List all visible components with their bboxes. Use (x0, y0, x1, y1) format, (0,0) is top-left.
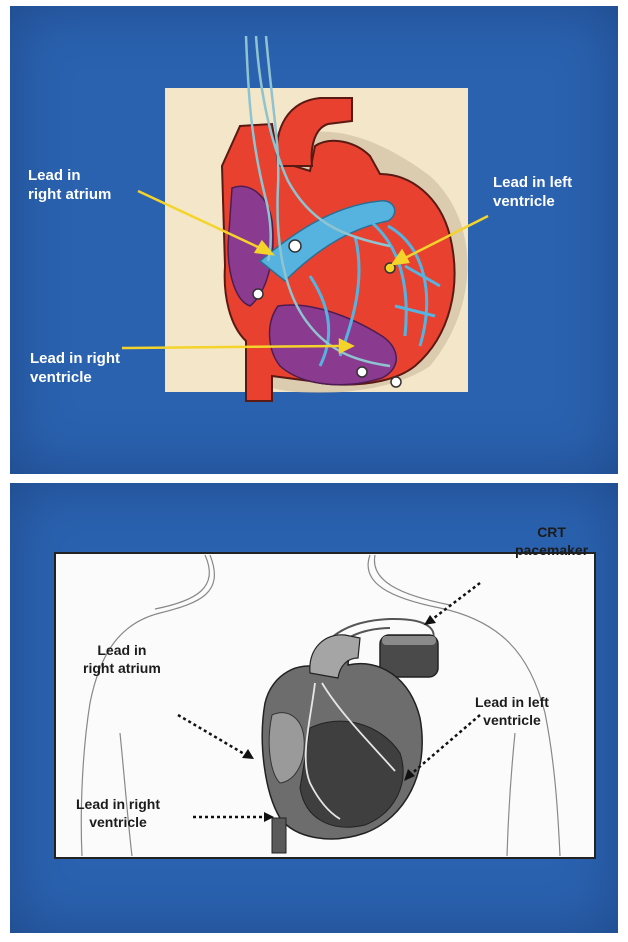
vena-cava (272, 818, 286, 853)
electrode-right-ventricle-1 (357, 367, 367, 377)
label-lead-left-ventricle-bottom: Lead in left ventricle (475, 693, 549, 729)
label-crt-pacemaker: CRT pacemaker (515, 523, 588, 559)
electrode-right-atrium (289, 240, 301, 252)
label-lead-left-ventricle: Lead in left ventricle (493, 173, 572, 211)
electrode-right-ventricle-2 (391, 377, 401, 387)
bottom-figure-panel: CRT pacemaker Lead in right atrium Lead … (10, 483, 618, 933)
colored-heart-diagram (10, 6, 618, 474)
label-lead-right-ventricle: Lead in right ventricle (30, 349, 120, 387)
label-lead-right-atrium-bottom: Lead in right atrium (83, 641, 161, 677)
label-lead-right-ventricle-bottom: Lead in right ventricle (76, 795, 160, 831)
label-lead-right-atrium: Lead in right atrium (28, 166, 111, 204)
electrode-atrium-lower (253, 289, 263, 299)
top-figure-panel: Lead in right atrium Lead in left ventri… (10, 6, 618, 474)
